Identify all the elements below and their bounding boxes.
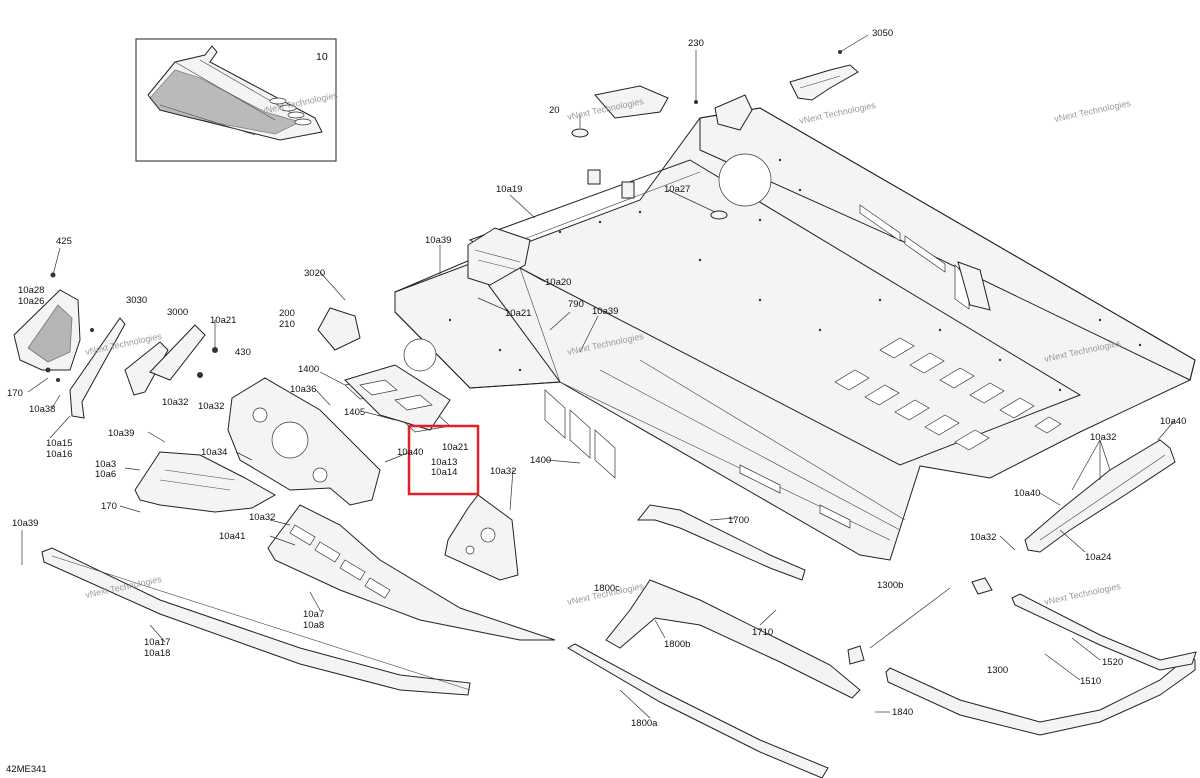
callout-3030[interactable]: 3030	[126, 295, 147, 306]
callout-10a40-right[interactable]: 10a40	[1160, 416, 1186, 427]
bracket-3000[interactable]	[149, 324, 206, 381]
callout-10a7[interactable]: 10a7	[303, 609, 324, 620]
callout-10a32-b[interactable]: 10a32	[198, 401, 224, 412]
inset-panel[interactable]: 10	[135, 38, 337, 162]
callout-10a39-bl[interactable]: 10a39	[12, 518, 38, 529]
callout-1300b[interactable]: 1300b	[877, 580, 903, 591]
callout-10a40-mid[interactable]: 10a40	[397, 447, 423, 458]
clip-1300b[interactable]	[847, 577, 993, 665]
callout-1300[interactable]: 1300	[987, 665, 1008, 676]
callout-1800a[interactable]: 1800a	[631, 718, 658, 729]
callout-10a32-d[interactable]: 10a32	[1090, 432, 1116, 443]
drawing-number: 42ME341	[6, 764, 47, 775]
callout-1400-mid[interactable]: 1400	[530, 455, 551, 466]
callout-790[interactable]: 790	[568, 299, 584, 310]
bracket-10a28[interactable]	[13, 289, 81, 371]
callout-1400-top[interactable]: 1400	[298, 364, 319, 375]
callout-10a27[interactable]: 10a27	[664, 184, 690, 195]
runner-1800a[interactable]	[567, 643, 829, 778]
callout-10a8[interactable]: 10a8	[303, 620, 324, 631]
callout-10a26[interactable]: 10a26	[18, 296, 44, 307]
callout-1800c[interactable]: 1800c	[594, 583, 620, 594]
callout-3020[interactable]: 3020	[304, 268, 325, 279]
callout-10a21-left[interactable]: 10a21	[210, 315, 236, 326]
watermark: vNext Technologies	[798, 100, 877, 126]
skid-plate-10a3[interactable]	[134, 451, 277, 513]
plate-upper[interactable]	[594, 85, 669, 119]
callout-10a32-e[interactable]: 10a32	[249, 512, 275, 523]
bumper-10a24[interactable]	[1024, 439, 1176, 553]
bracket-upper-right[interactable]	[714, 94, 753, 131]
callout-10a16[interactable]: 10a16	[46, 449, 72, 460]
callout-10a13[interactable]: 10a13	[431, 457, 457, 468]
fasteners-top[interactable]	[571, 34, 869, 220]
callout-10a34[interactable]: 10a34	[201, 447, 227, 458]
callout-10a36[interactable]: 10a36	[290, 384, 316, 395]
plate-1405[interactable]	[344, 364, 451, 431]
callout-1405[interactable]: 1405	[344, 407, 365, 418]
callout-10a39-left[interactable]: 10a39	[108, 428, 134, 439]
callout-10a14[interactable]: 10a14	[431, 467, 457, 478]
tunnel-rivets	[448, 158, 1142, 392]
callout-1840[interactable]: 1840	[892, 707, 913, 718]
runner-1700[interactable]	[636, 504, 806, 581]
support-10a15[interactable]	[69, 317, 126, 419]
callout-1800b[interactable]: 1800b	[664, 639, 690, 650]
callout-10a17[interactable]: 10a17	[144, 637, 170, 648]
callout-1520[interactable]: 1520	[1102, 657, 1123, 668]
callout-10a28[interactable]: 10a28	[18, 285, 44, 296]
callout-10a21-mid[interactable]: 10a21	[505, 308, 531, 319]
callout-20[interactable]: 20	[549, 105, 560, 116]
callout-1700[interactable]: 1700	[728, 515, 749, 526]
callout-10a21-box[interactable]: 10a21	[442, 442, 468, 453]
callout-10a24[interactable]: 10a24	[1085, 552, 1111, 563]
bracket-triangular[interactable]	[444, 494, 519, 581]
tunnel-deck-cutouts	[834, 337, 1062, 451]
callout-10a19[interactable]: 10a19	[496, 184, 522, 195]
callout-1510[interactable]: 1510	[1080, 676, 1101, 687]
callout-10a32-f[interactable]: 10a32	[970, 532, 996, 543]
callout-425[interactable]: 425	[56, 236, 72, 247]
highlight-box[interactable]	[407, 424, 480, 496]
callout-10a41[interactable]: 10a41	[219, 531, 245, 542]
callout-10a39-mid[interactable]: 10a39	[592, 306, 618, 317]
watermark: vNext Technologies	[1043, 581, 1122, 607]
callout-10a32-a[interactable]: 10a32	[162, 397, 188, 408]
bracket-3050[interactable]	[789, 64, 859, 101]
callout-3050[interactable]: 3050	[872, 28, 893, 39]
callout-430[interactable]: 430	[235, 347, 251, 358]
callout-10a32-c[interactable]: 10a32	[490, 466, 516, 477]
leader-lines	[21, 115, 1176, 719]
callout-10a40-r2[interactable]: 10a40	[1014, 488, 1040, 499]
runner-1800b[interactable]	[605, 579, 861, 699]
rear-bumper-1300[interactable]	[885, 593, 1197, 736]
callout-170-left[interactable]: 170	[7, 388, 23, 399]
side-wall-slots	[859, 204, 970, 310]
callout-1710[interactable]: 1710	[752, 627, 773, 638]
plate-200[interactable]	[317, 307, 361, 351]
callout-10a6[interactable]: 10a6	[95, 469, 116, 480]
inset-tunnel-illustration	[147, 45, 323, 141]
inset-label: 10	[316, 51, 328, 63]
watermark: vNext Technologies	[1053, 98, 1132, 124]
tunnel-main[interactable]	[344, 107, 1196, 561]
callout-10a15[interactable]: 10a15	[46, 438, 72, 449]
bottom-plate-slots	[289, 524, 391, 599]
callout-3000[interactable]: 3000	[167, 307, 188, 318]
callout-200[interactable]: 200	[279, 308, 295, 319]
inset-slots	[269, 97, 312, 126]
callout-10a38[interactable]: 10a38	[29, 404, 55, 415]
callout-labels: 230 3050 20 10a19 10a27 425 10a28 10a26 …	[7, 28, 1186, 729]
callout-10a3[interactable]: 10a3	[95, 459, 116, 470]
callout-210[interactable]: 210	[279, 319, 295, 330]
callout-10a20[interactable]: 10a20	[545, 277, 571, 288]
callout-10a39-top[interactable]: 10a39	[425, 235, 451, 246]
rail-10a17[interactable]	[41, 547, 471, 696]
side-plate-10a36[interactable]	[227, 377, 381, 506]
callout-170-mid[interactable]: 170	[101, 501, 117, 512]
callout-230[interactable]: 230	[688, 38, 704, 49]
bottom-plate-10a7[interactable]	[267, 504, 556, 641]
callout-10a18[interactable]: 10a18	[144, 648, 170, 659]
